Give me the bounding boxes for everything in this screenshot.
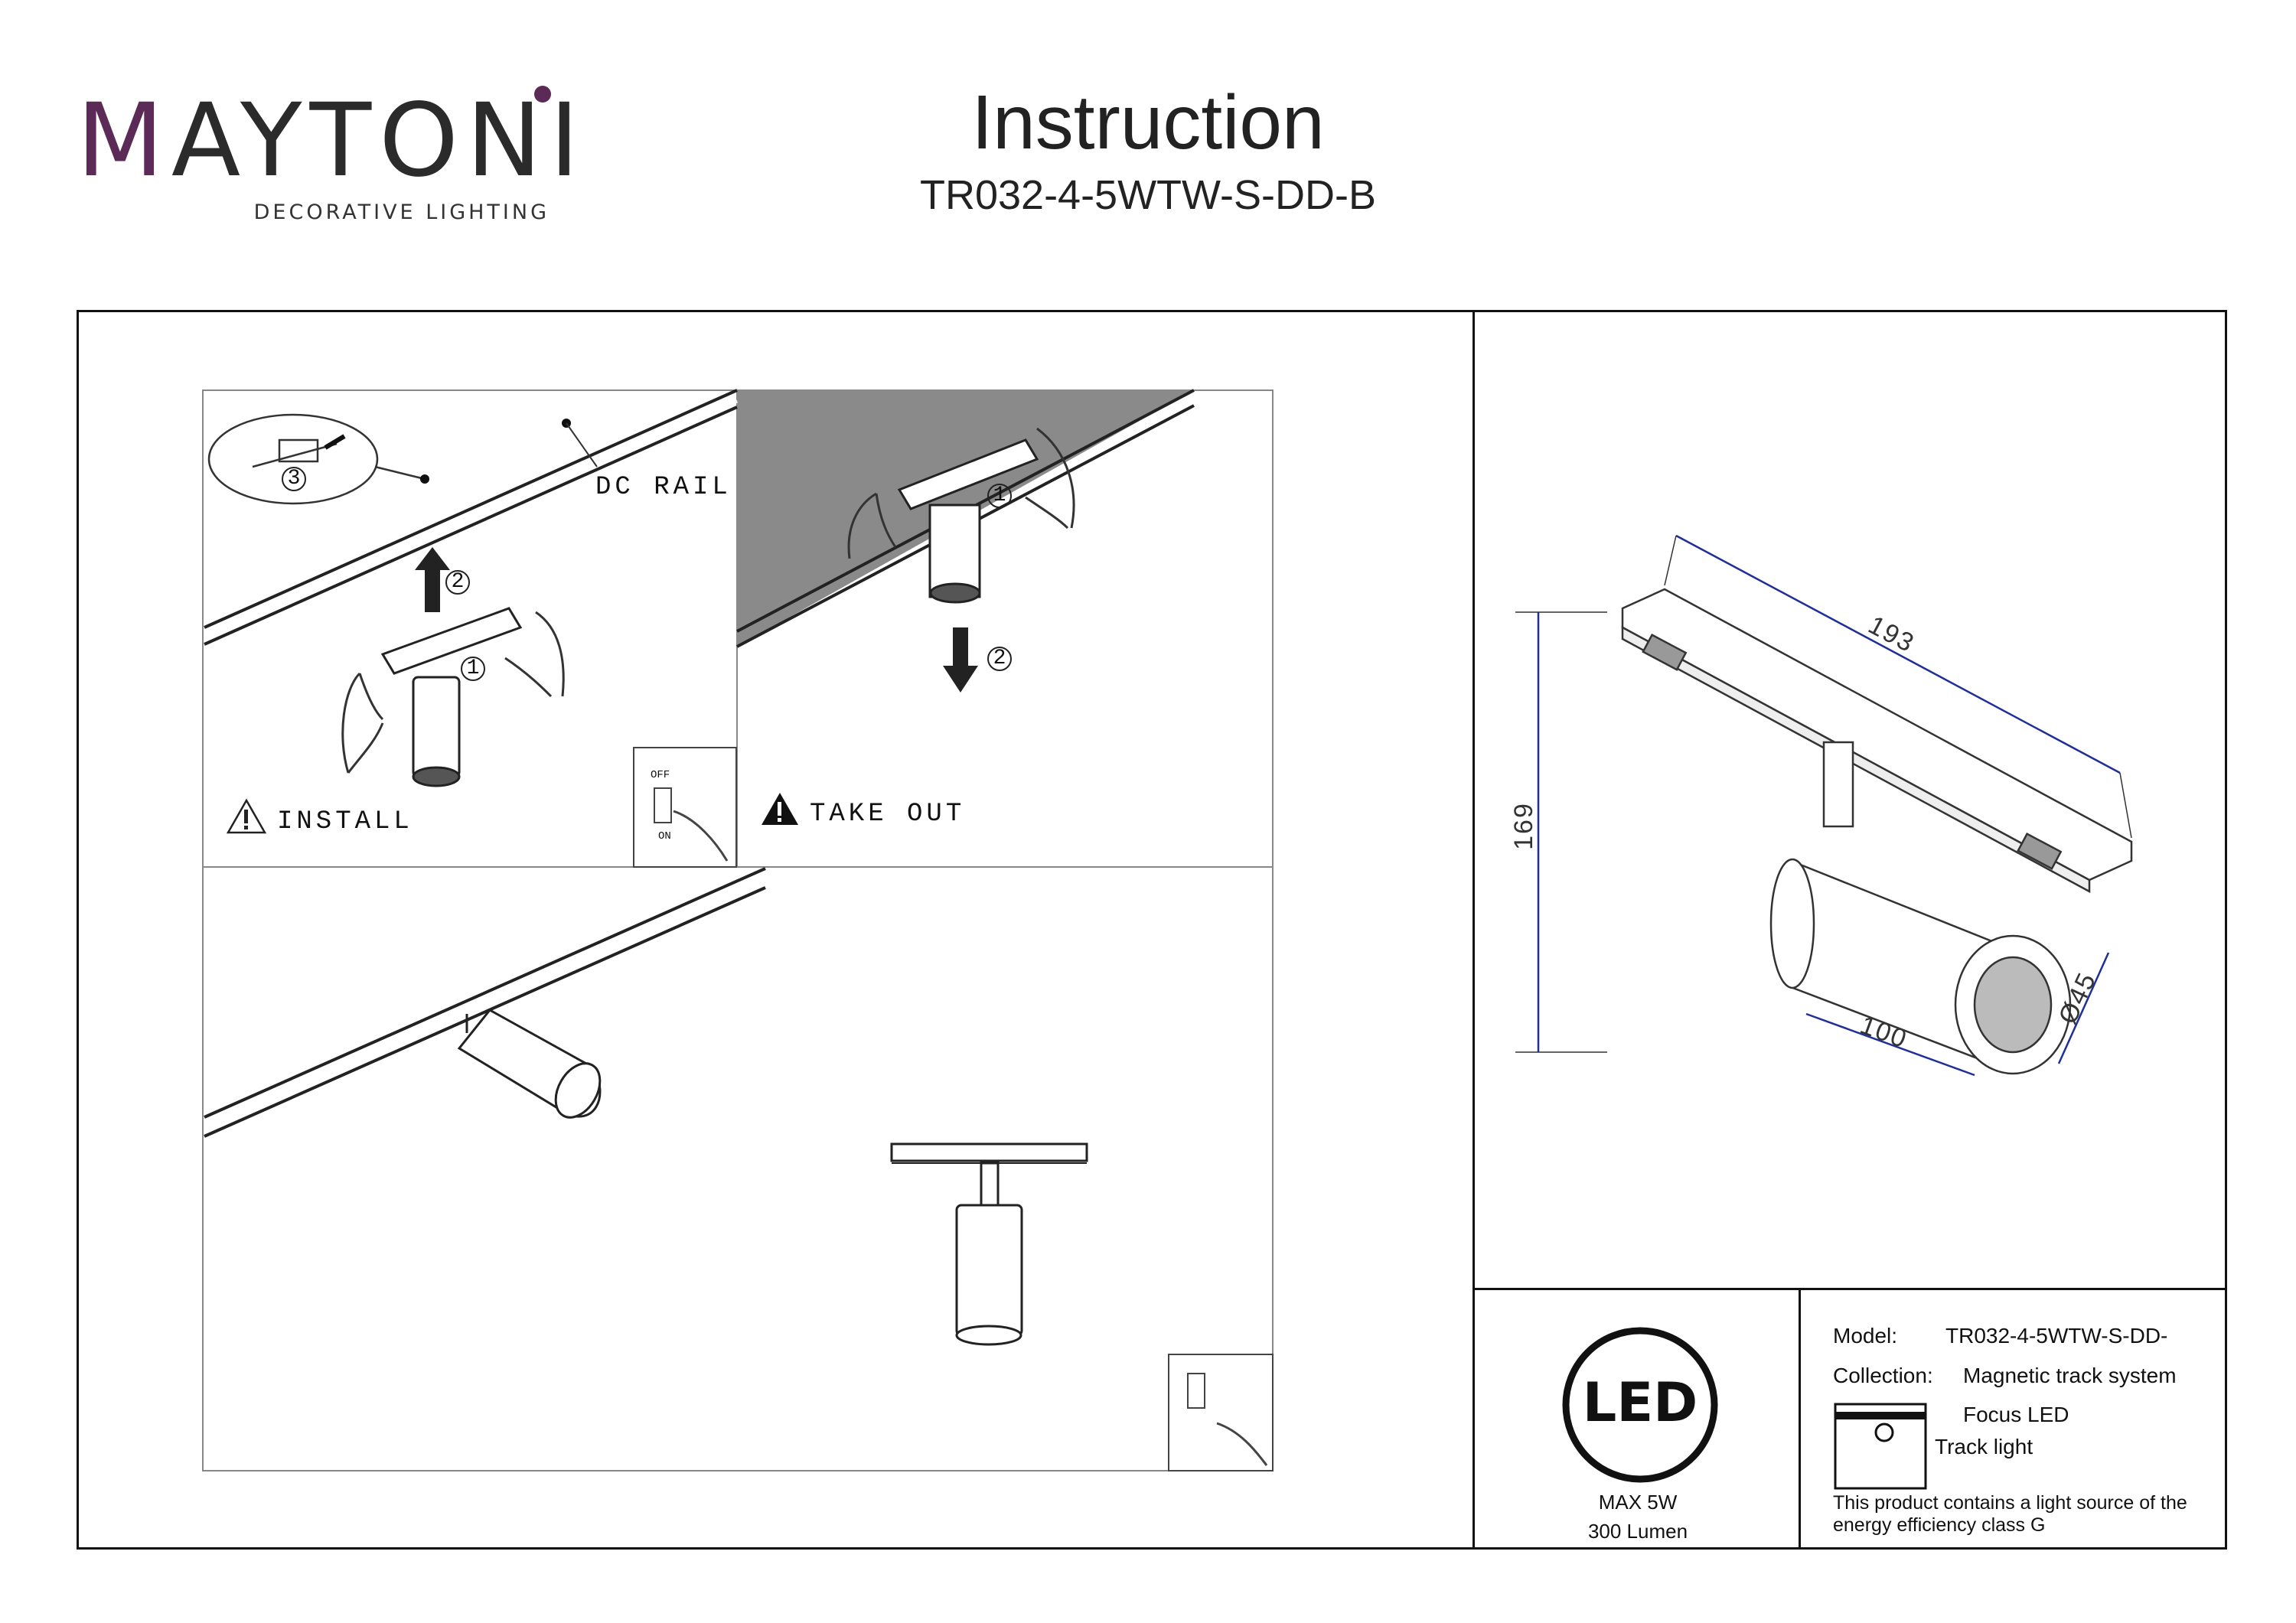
instruction-frame	[77, 310, 2227, 1550]
frame-divider-horizontal	[1473, 1288, 2227, 1290]
spec-model-value: TR032-4-5WTW-S-DD-	[1945, 1324, 2168, 1348]
brand-wordmark-rest: AYTONI	[171, 82, 587, 200]
step-number-1-install: 1	[461, 657, 485, 681]
page-model: TR032-4-5WTW-S-DD-B	[919, 172, 1377, 218]
dimension-lines	[1537, 534, 2121, 1077]
installed-fixture-pendant	[890, 1142, 1088, 1346]
switch-off-text: OFF	[651, 769, 670, 781]
led-badge-text: LED	[1582, 1371, 1698, 1434]
frame-divider-specs	[1799, 1288, 1801, 1550]
brand-dot	[534, 86, 551, 103]
dimension-height: 169	[1508, 802, 1538, 850]
dimension-extensions	[1515, 535, 2132, 1053]
spec-model-label: Model:	[1833, 1324, 1898, 1348]
warning-icon-takeout	[762, 793, 798, 825]
callout-dot	[420, 474, 429, 484]
spec-type: Track light	[1935, 1435, 2033, 1458]
power-switch-on-icon	[1168, 1354, 1274, 1471]
led-power: MAX 5W	[1598, 1491, 1678, 1514]
page-title: Instruction	[971, 80, 1325, 165]
hand-right-takeout	[1025, 427, 1075, 530]
takeout-fixture	[897, 438, 1039, 604]
detail-callout	[207, 413, 426, 505]
switch-on-text: ON	[658, 830, 671, 842]
step-number-2-install: 2	[445, 570, 470, 595]
led-lumen: 300 Lumen	[1587, 1520, 1688, 1543]
install-fixture	[380, 607, 523, 787]
step-number-2-takeout: 2	[987, 647, 1012, 671]
frame-divider-vertical	[1473, 310, 1475, 1550]
brand-wordmark: MAYTONI	[77, 90, 579, 191]
dc-rail-install	[203, 389, 739, 646]
brand-wordmark-m: M	[77, 82, 171, 200]
brand-tagline: DECORATIVE LIGHTING	[253, 200, 550, 224]
rail-label: DC RAIL	[595, 473, 732, 502]
takeout-step-label: TAKE OUT	[810, 800, 966, 829]
spec-collection-value: Magnetic track system	[1963, 1364, 2177, 1387]
energy-class-note: This product contains a light source of …	[1833, 1492, 2187, 1536]
step-number-1-takeout: 1	[987, 484, 1012, 508]
spec-collection-label: Collection:	[1833, 1364, 1933, 1387]
product-dimension-drawing	[1621, 588, 2133, 1075]
rail-leader	[566, 422, 598, 468]
install-step-label: INSTALL	[277, 807, 413, 836]
hand-left-install	[341, 672, 384, 774]
brand-logo: MAYTONI DECORATIVE LIGHTING	[77, 86, 579, 224]
power-switch-off-icon	[633, 747, 737, 868]
arrow-up-icon	[415, 547, 450, 612]
installed-fixture-angled	[457, 1009, 602, 1119]
hand-left-takeout	[847, 492, 897, 559]
spec-series: Focus LED	[1963, 1403, 2069, 1426]
arrow-down-icon	[943, 627, 978, 693]
hand-right-install	[504, 611, 565, 698]
dc-rail-installed	[204, 867, 766, 1138]
warning-icon-install	[226, 798, 267, 834]
step-number-3-detail: 3	[282, 467, 306, 491]
